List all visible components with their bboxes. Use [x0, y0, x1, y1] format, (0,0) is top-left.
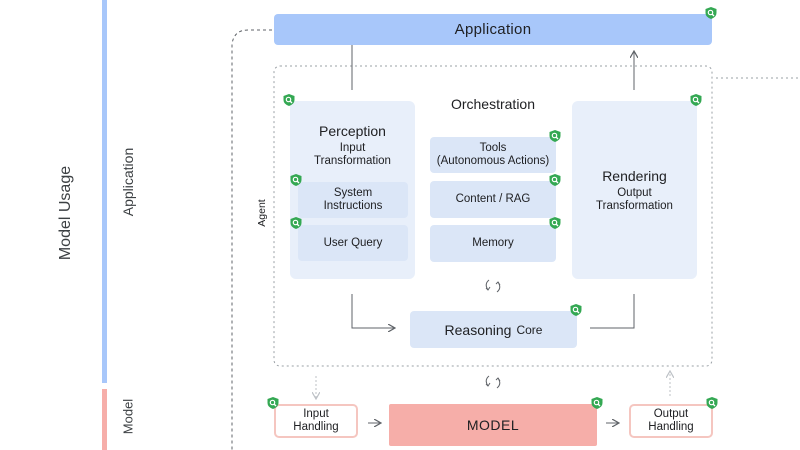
rendering-subtitle: Output Transformation	[572, 187, 697, 213]
input-handling-line2: Handling	[293, 421, 339, 433]
rendering-title: Rendering	[602, 168, 667, 184]
application-bar: Application	[274, 14, 712, 45]
shield-check-icon	[705, 7, 717, 19]
perception-subtitle: Input Transformation	[290, 142, 415, 168]
shield-check-icon	[283, 94, 295, 106]
application-bar-label: Application	[454, 21, 532, 38]
cycle-arrows-icon	[485, 279, 501, 293]
output-handling-line2: Handling	[648, 421, 694, 433]
reasoning-suffix: Core	[516, 322, 543, 337]
shield-check-icon	[267, 397, 279, 409]
rendering-panel	[572, 101, 697, 279]
tools-line1: Tools	[479, 142, 507, 154]
memory-box: Memory	[430, 225, 556, 262]
user-query-label: User Query	[323, 236, 383, 249]
system-instructions-line1: System	[333, 187, 373, 199]
application-accent-bar	[102, 0, 107, 383]
perception-title: Perception	[319, 123, 386, 139]
shield-check-icon	[290, 217, 302, 229]
model-accent-bar	[102, 389, 107, 450]
shield-check-icon	[690, 94, 702, 106]
user-query-box: User Query	[298, 225, 408, 261]
orchestration-title: Orchestration	[450, 96, 536, 112]
shield-check-icon	[549, 130, 561, 142]
tools-line2: (Autonomous Actions)	[436, 155, 550, 167]
system-instructions-line2: Instructions	[323, 200, 383, 212]
shield-check-icon	[591, 397, 603, 409]
shield-check-icon	[549, 174, 561, 186]
perception-subtitle-line2: Transformation	[314, 155, 391, 167]
content-rag-label: Content / RAG	[455, 193, 531, 205]
shield-check-icon	[570, 304, 582, 316]
cycle-arrows-icon	[485, 375, 501, 389]
shield-check-icon	[549, 217, 561, 229]
shield-check-icon	[290, 174, 302, 186]
rendering-subtitle-line1: Output	[617, 187, 652, 199]
rendering-subtitle-line2: Transformation	[596, 200, 673, 212]
agent-label: Agent	[256, 199, 268, 227]
perception-subtitle-line1: Input	[339, 142, 366, 154]
tools-box: Tools (Autonomous Actions)	[430, 137, 556, 173]
reasoning-core-box: Reasoning Core	[410, 311, 577, 348]
model-box: MODEL	[389, 404, 597, 446]
output-handling-line1: Output	[653, 408, 689, 420]
reasoning-title: Reasoning	[444, 321, 512, 338]
system-instructions-box: System Instructions	[298, 182, 408, 218]
shield-check-icon	[706, 397, 718, 409]
model-label: MODEL	[466, 417, 520, 433]
output-handling-box: Output Handling	[629, 404, 713, 438]
content-rag-box: Content / RAG	[430, 181, 556, 218]
input-handling-line1: Input	[303, 408, 329, 420]
input-handling-box: Input Handling	[274, 404, 358, 438]
memory-label: Memory	[472, 237, 514, 249]
